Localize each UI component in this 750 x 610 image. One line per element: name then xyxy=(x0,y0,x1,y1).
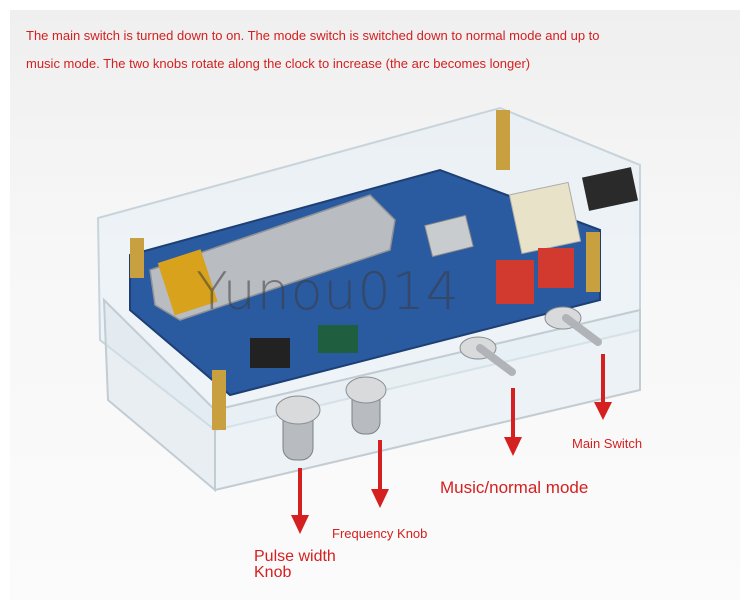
watermark: Yunou014 xyxy=(196,262,460,322)
standoff-4 xyxy=(130,238,144,278)
standoff-1 xyxy=(496,110,510,170)
main-toggle-lever xyxy=(562,314,602,346)
arrow-frequency-knob xyxy=(371,440,389,508)
arrow-main-switch xyxy=(594,354,612,420)
mode-toggle-base xyxy=(496,260,534,304)
pcb-board xyxy=(129,168,601,397)
main-toggle-base xyxy=(538,248,574,288)
pulse-width-label-line-1: Pulse width xyxy=(254,548,336,565)
slide-switch xyxy=(424,214,474,258)
transformer xyxy=(508,181,582,255)
standoff-2 xyxy=(586,232,600,292)
music-normal-mode-label: Music/normal mode xyxy=(440,478,589,497)
standoff-3 xyxy=(212,370,226,430)
ic-chip-2 xyxy=(318,325,358,353)
battery-tab xyxy=(157,249,218,316)
arrow-pulse-width-knob xyxy=(291,468,309,534)
mode-toggle-lever xyxy=(476,344,516,376)
ic-chip-1 xyxy=(250,338,290,368)
frequency-knob-nut xyxy=(345,376,387,404)
audio-jack xyxy=(582,167,638,211)
pulse-width-knob-label: Pulse width Knob xyxy=(254,549,364,581)
frequency-knob-label: Frequency Knob xyxy=(332,526,428,541)
pulse-width-label-line-2: Knob xyxy=(254,564,292,581)
pulse-width-knob-nut xyxy=(275,395,321,425)
main-switch-label: Main Switch xyxy=(572,436,643,451)
acrylic-case-front xyxy=(214,308,641,492)
instruction-line-2: music mode. The two knobs rotate along t… xyxy=(26,56,531,71)
instruction-text: The main switch is turned down to on. Th… xyxy=(26,22,626,78)
instruction-line-1: The main switch is turned down to on. Th… xyxy=(26,28,600,43)
arrow-music-mode xyxy=(504,388,522,456)
